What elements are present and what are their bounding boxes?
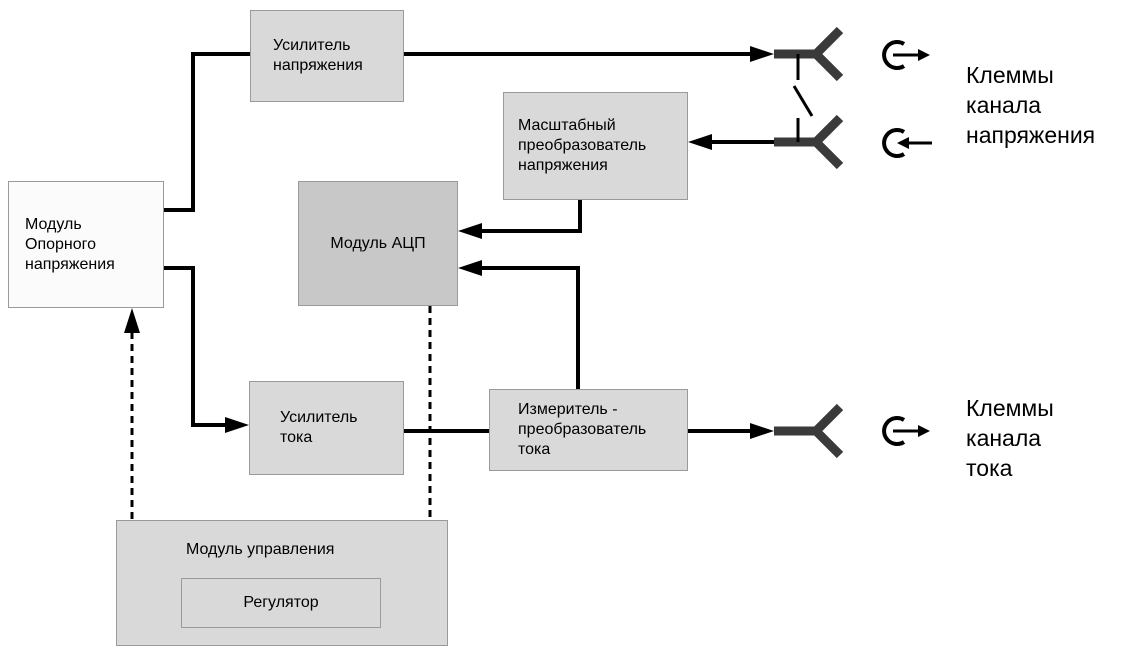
plug-icon-current (882, 416, 930, 446)
current-channel-terminals-label: Клеммы канала тока (966, 395, 1054, 481)
arrow-head-reference (124, 308, 140, 333)
adc-module-block: Модуль АЦП (298, 181, 458, 306)
voltage-terminal-plus (774, 26, 844, 82)
arrow-head-current-terminal (750, 423, 774, 439)
voltage-terminal-minus (774, 114, 844, 170)
arrow-head-adc-top (458, 223, 482, 239)
wire-scale-to-adc (482, 200, 582, 233)
voltage-channel-terminals-label: Клеммы канала напряжения (966, 62, 1096, 148)
plug-icon-voltage-out (882, 40, 930, 70)
current-amplifier-block: Усилитель тока (249, 381, 404, 475)
arrow-head-scale-converter (688, 134, 712, 150)
wire-ref-to-current-amp (164, 266, 226, 427)
wire-ref-to-voltage-amp (164, 52, 250, 212)
current-meter-block: Измеритель - преобразователь тока (489, 389, 688, 471)
plug-icon-voltage-in (882, 128, 932, 158)
voltage-amplifier-block: Усилитель напряжения (250, 10, 404, 102)
arrow-head-voltage-terminal (750, 46, 774, 62)
voltage-switch (792, 85, 814, 117)
arrow-head-adc-bottom (458, 260, 482, 276)
wire-current-meter-to-adc (482, 266, 580, 389)
control-module-title: Модуль управления (186, 541, 335, 558)
current-terminal (774, 403, 844, 459)
scale-converter-block: Масштабный преобразователь напряжения (503, 92, 688, 200)
reference-module-block: Модуль Опорного напряжения (8, 181, 164, 308)
regulator-block: Регулятор (181, 578, 381, 628)
arrow-head-current-amp (225, 417, 249, 433)
